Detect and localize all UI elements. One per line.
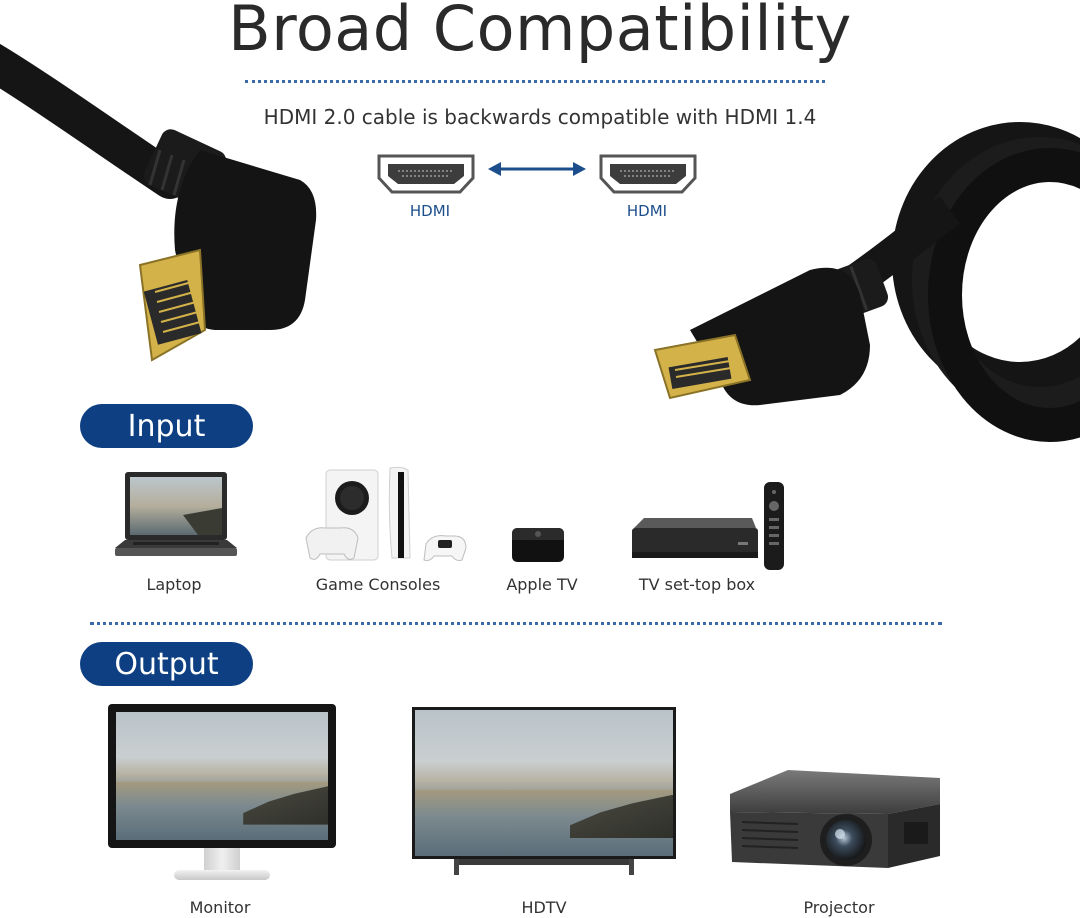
bidirectional-arrow-icon [488,162,586,176]
port-right-label: HDMI [626,202,668,220]
output-device-label: Monitor [189,898,251,917]
input-section-label: Input [80,404,253,448]
apple-tv-icon [512,528,564,562]
output-section-label: Output [80,642,253,686]
output-device-label: HDTV [521,898,567,917]
set-top-box-icon [632,482,784,570]
hdmi-cable-left-image [0,43,317,362]
projector-icon [730,770,940,868]
compatibility-subtitle: HDMI 2.0 cable is backwards compatible w… [263,105,817,129]
hdmi-port-right-icon [599,154,697,194]
input-device-label: TV set-top box [638,575,756,594]
title-divider [245,80,825,83]
monitor-icon [108,704,336,884]
laptop-icon [115,472,237,556]
game-console-icon [305,466,467,561]
page-title: Broad Compatibility [228,0,852,65]
hdmi-cable-right-image [653,122,1080,442]
input-device-label: Laptop [146,575,202,594]
hdtv-icon [412,707,676,877]
hdmi-port-left-icon [377,154,475,194]
input-device-label: Game Consoles [315,575,441,594]
port-left-label: HDMI [409,202,451,220]
section-divider [90,622,942,625]
output-device-label: Projector [803,898,875,917]
input-device-label: Apple TV [506,575,578,594]
